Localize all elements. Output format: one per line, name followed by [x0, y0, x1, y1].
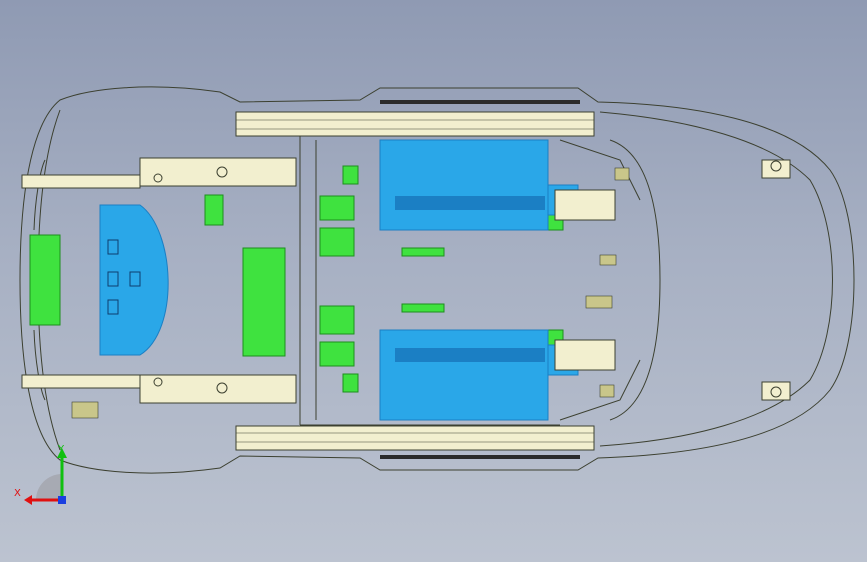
front-blue-pan[interactable]	[99, 204, 169, 356]
triad-z-axis	[58, 496, 66, 504]
front-rail-bottom[interactable]	[21, 374, 297, 404]
green-panels[interactable]	[29, 165, 564, 393]
small-pads	[71, 167, 630, 419]
triad-y-label: Y	[57, 444, 65, 455]
coordinate-triad: X Y	[14, 444, 67, 505]
body-outline	[19, 86, 855, 474]
seat-pan-top[interactable]	[379, 139, 616, 231]
rear-bracket-bottom[interactable]	[761, 381, 791, 401]
side-rail-top[interactable]	[235, 100, 595, 137]
front-rail-top[interactable]	[21, 157, 297, 189]
rear-bracket-top[interactable]	[761, 159, 791, 179]
side-rail-bottom[interactable]	[235, 425, 595, 459]
seat-pan-bottom[interactable]	[379, 329, 616, 421]
triad-x-label: X	[14, 488, 21, 499]
